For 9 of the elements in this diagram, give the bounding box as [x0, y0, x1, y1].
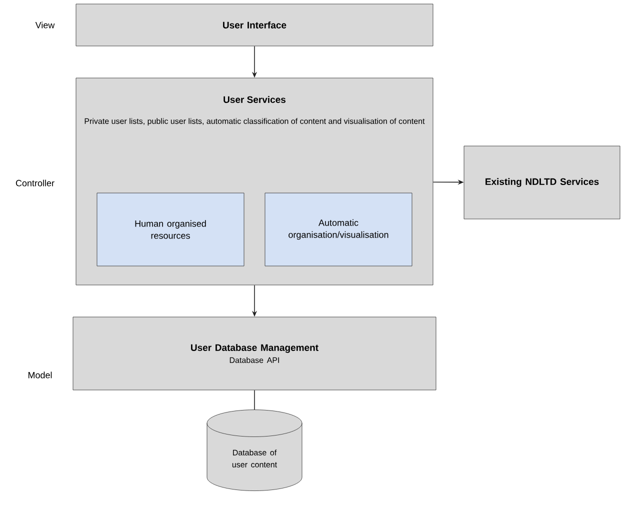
resource-box: Automatic organisation/visualisation	[264, 192, 412, 266]
layer-label: Controller	[16, 180, 54, 186]
database-cylinder: Database of user content	[206, 410, 302, 491]
services-box: Existing NDLTD Services	[464, 146, 620, 220]
layer-label: View	[35, 22, 55, 28]
resource-box: Human organised resources	[96, 192, 244, 266]
interface-box: User Interface	[76, 4, 434, 46]
database-management-box: User Database Management Database API	[72, 316, 436, 390]
layer-label: Model	[28, 372, 52, 378]
